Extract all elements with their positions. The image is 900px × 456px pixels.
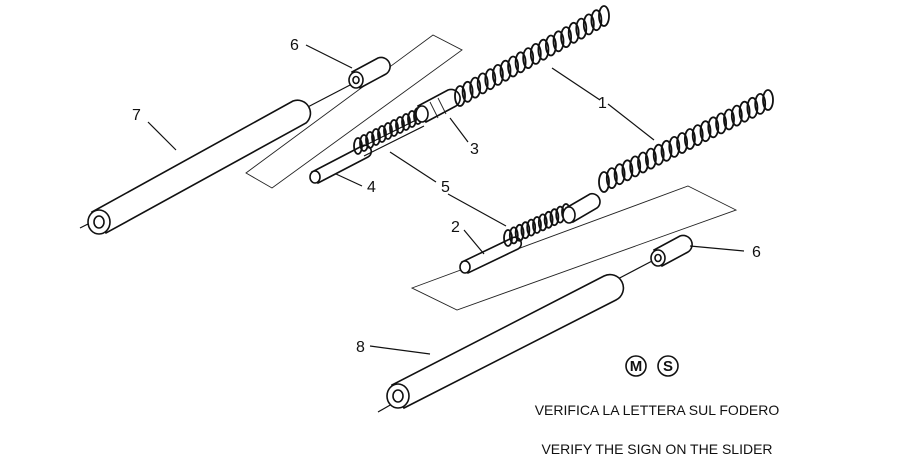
main-spring-upper (454, 5, 610, 107)
spring-coil (476, 72, 489, 95)
spring-coil (637, 151, 649, 174)
spring-coil (353, 137, 363, 155)
spring-coil (389, 119, 399, 137)
spring-coil (605, 167, 618, 190)
size-mark-s-label: S (663, 358, 673, 375)
spring-coil (567, 21, 580, 44)
spring-coil (575, 17, 588, 40)
spring-coil (582, 13, 595, 36)
spring-coil (537, 213, 548, 232)
valve-lower (562, 192, 601, 224)
spring-coil (522, 47, 535, 69)
spring-coil (762, 89, 774, 111)
note-english: VERIFY THE SIGN ON THE SLIDER (541, 441, 772, 456)
slider-tube-lower (377, 273, 625, 413)
spring-coil (514, 223, 525, 242)
spring-coil (723, 108, 735, 131)
valve-upper (415, 88, 461, 124)
spring-coil (746, 96, 759, 119)
spring-coil (359, 134, 369, 152)
callout-8: 8 (356, 339, 365, 356)
callout-6-lower: 6 (752, 244, 761, 261)
spring-coil (461, 80, 474, 103)
callout-3: 3 (470, 141, 479, 158)
callout-2: 2 (451, 219, 460, 236)
spring-coil (660, 139, 673, 162)
upper-assembly-frame (245, 34, 463, 189)
spring-coil (598, 5, 610, 27)
spring-coil (484, 68, 497, 91)
spring-coil (560, 26, 572, 48)
spring-coil (377, 125, 387, 143)
spring-coil (454, 85, 466, 107)
slider-tube-upper (79, 83, 353, 235)
spring-coil (684, 128, 696, 150)
spring-coil (365, 131, 375, 149)
main-spring-lower (598, 89, 774, 193)
spring-coil (715, 112, 727, 135)
spring-coil (598, 171, 610, 193)
spring-coil (613, 163, 626, 186)
size-mark-m-label: M (630, 358, 643, 375)
spring-coil (652, 143, 665, 166)
spring-coil (699, 120, 712, 143)
spring-coil (508, 226, 519, 245)
callout-1: 1 (598, 95, 607, 112)
spring-coil (532, 216, 542, 234)
spring-coil (668, 135, 681, 158)
spring-coil (371, 128, 381, 146)
leader-lines (147, 44, 745, 355)
spring-coil (526, 218, 537, 237)
spring-coil (503, 229, 513, 247)
callout-7: 7 (132, 107, 141, 124)
spring-coil (549, 208, 560, 227)
size-mark-s: S (657, 355, 679, 377)
spring-coil (629, 155, 642, 178)
cap-lower (611, 234, 693, 283)
spring-coil (514, 51, 527, 74)
spring-coil (491, 64, 504, 86)
spring-coil (754, 93, 767, 115)
spring-coil (537, 38, 550, 61)
spring-coil (383, 122, 393, 140)
spring-coil (590, 9, 603, 32)
spring-coil (395, 116, 405, 134)
callout-5: 5 (441, 179, 450, 196)
spring-coil (401, 113, 411, 131)
spring-coil (552, 30, 565, 53)
short-spring-upper (353, 107, 423, 155)
spring-coil (469, 76, 482, 99)
size-mark-m: M (625, 355, 647, 377)
spring-coil (676, 132, 688, 154)
spring-coil (543, 210, 554, 229)
callout-4: 4 (367, 179, 376, 196)
spring-coil (545, 34, 557, 57)
spring-coil (407, 110, 417, 128)
damper-rod-upper (309, 117, 425, 185)
spring-coil (691, 124, 704, 147)
spring-coil (499, 59, 512, 82)
spring-coil (707, 116, 720, 139)
spring-coil (730, 104, 743, 127)
spring-coil (520, 221, 531, 240)
spring-coil (621, 159, 634, 182)
cap-upper (348, 56, 391, 90)
spring-coil (645, 147, 657, 170)
note-italian: VERIFICA LA LETTERA SUL FODERO (535, 402, 780, 418)
spring-coil (507, 55, 519, 78)
callout-6-upper: 6 (290, 37, 299, 54)
spring-coil (529, 43, 542, 65)
spring-coil (738, 100, 751, 123)
